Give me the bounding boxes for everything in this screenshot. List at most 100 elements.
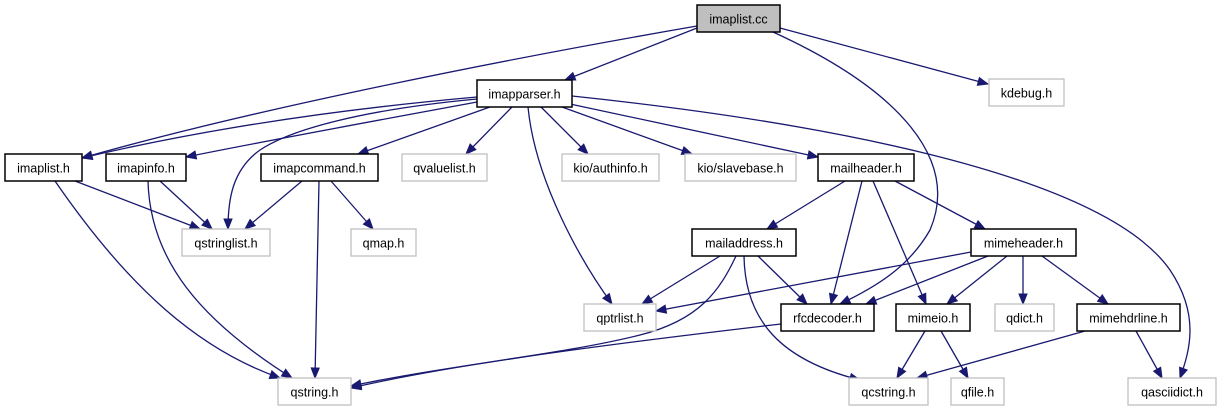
arrowhead-icon [223, 218, 233, 231]
arrowhead-icon [680, 145, 694, 155]
arrowhead-icon [796, 293, 808, 305]
node-mailaddress-h[interactable]: mailaddress.h [691, 228, 797, 257]
edge-line [81, 25, 698, 159]
edge-mimehdrline-h-to-qasciidict-h [1135, 330, 1163, 380]
node-mimeheader-h[interactable]: mimeheader.h [970, 228, 1077, 257]
arrowhead-icon [80, 150, 94, 161]
edge-mailheader-h-to-rfcdecoder-h [828, 180, 863, 306]
node-box [988, 78, 1065, 107]
node-qfile-h[interactable]: qfile.h [950, 377, 1005, 406]
arrowhead-icon [349, 381, 363, 391]
arrowhead-icon [465, 143, 477, 155]
edge-line [757, 255, 808, 305]
edge-line [766, 180, 846, 230]
edge-line [350, 255, 737, 387]
arrowhead-icon [864, 295, 878, 305]
node-imaplist-cc: imaplist.cc [696, 4, 781, 33]
edge-mimeio-h-to-qfile-h [940, 330, 969, 380]
node-mimehdrline-h[interactable]: mimehdrline.h [1076, 303, 1181, 332]
edge-line [357, 106, 491, 155]
edge-line [865, 255, 989, 305]
edge-line [159, 180, 213, 230]
edge-imapcommand-h-to-qstringlist-h [243, 180, 303, 230]
node-qvaluelist-h[interactable]: qvaluelist.h [401, 153, 488, 182]
edge-line [227, 98, 478, 230]
arrowhead-icon [184, 150, 198, 160]
node-qptrlist-h[interactable]: qptrlist.h [583, 303, 657, 332]
edge-mimeio-h-to-qcstring-h [896, 330, 926, 380]
node-imapcommand-h[interactable]: imapcommand.h [260, 153, 379, 182]
node-imapinfo-h[interactable]: imapinfo.h [105, 153, 187, 182]
node-box [696, 4, 781, 33]
edge-mimeheader-h-to-mimeio-h [945, 255, 1008, 305]
edge-line [743, 255, 861, 381]
edge-line [894, 180, 986, 230]
arrowhead-icon [201, 218, 213, 230]
node-qstringlist-h[interactable]: qstringlist.h [181, 228, 271, 257]
edge-imaplist-h-to-qstringlist-h [74, 180, 202, 230]
node-box [1076, 303, 1181, 332]
edge-imapparser-h-to-qvaluelist-h [465, 106, 513, 155]
node-box [4, 153, 83, 182]
arrowhead-icon [1018, 293, 1028, 306]
node-qmap-h[interactable]: qmap.h [350, 228, 417, 257]
node-mimeio-h[interactable]: mimeio.h [895, 303, 971, 332]
arrowhead-icon [806, 150, 820, 160]
arrowhead-icon [601, 292, 613, 306]
node-label: imapparser.h [488, 88, 560, 102]
edge-line [569, 103, 819, 158]
node-label: qstring.h [291, 386, 339, 400]
edge-mailaddress-h-to-rfcdecoder-h [757, 255, 808, 305]
node-box [1127, 377, 1217, 406]
edge-imapcommand-h-to-qstring-h [310, 180, 320, 380]
arrowhead-icon [243, 218, 257, 230]
node-qdict-h[interactable]: qdict.h [994, 303, 1055, 332]
arrowhead-icon [976, 76, 990, 86]
node-box [895, 303, 971, 332]
node-kio-authinfo-h[interactable]: kio/authinfo.h [561, 153, 660, 182]
edge-line [185, 101, 478, 158]
arrowhead-icon [945, 293, 959, 305]
node-qstring-h[interactable]: qstring.h [277, 377, 352, 406]
arrowhead-icon [577, 143, 589, 155]
node-qcstring-h[interactable]: qcstring.h [848, 377, 929, 406]
arrowhead-icon [973, 219, 987, 230]
edge-line [350, 323, 782, 389]
node-rfcdecoder-h[interactable]: rfcdecoder.h [780, 303, 875, 332]
edge-line [561, 106, 693, 155]
node-kio-slavebase-h[interactable]: kio/slavebase.h [684, 153, 797, 182]
edge-line [147, 180, 293, 379]
edge-line [74, 180, 201, 230]
node-imaplist-h[interactable]: imaplist.h [4, 153, 83, 182]
node-box [583, 303, 657, 332]
node-imapparser-h[interactable]: imapparser.h [476, 79, 573, 108]
arrowhead-icon [1179, 366, 1188, 380]
node-box [780, 303, 875, 332]
edge-imapparser-h-to-qasciidict-h [571, 95, 1191, 380]
edge-line [946, 255, 1008, 305]
node-mailheader-h[interactable]: mailheader.h [817, 153, 915, 182]
node-label: imapinfo.h [117, 162, 175, 176]
node-box [181, 228, 271, 257]
edge-mimeheader-h-to-qdict-h [1018, 256, 1028, 306]
node-label: mailheader.h [830, 162, 902, 176]
node-box [994, 303, 1055, 332]
edge-mailheader-h-to-mimeheader-h [894, 180, 987, 230]
node-qasciidict-h[interactable]: qasciidict.h [1127, 377, 1217, 406]
edge-mailaddress-h-to-qptrlist-h [640, 255, 721, 305]
edge-imapparser-h-to-qptrlist-h [527, 106, 613, 306]
arrowhead-icon [654, 304, 668, 314]
node-label: kio/authinfo.h [573, 162, 647, 176]
node-label: qdict.h [1006, 312, 1043, 326]
arrowhead-icon [958, 366, 969, 380]
node-box [848, 377, 929, 406]
node-box [277, 377, 352, 406]
edge-imapcommand-h-to-qmap-h [330, 180, 374, 231]
arrowhead-icon [268, 370, 282, 380]
node-box [950, 377, 1005, 406]
node-kdebug-h[interactable]: kdebug.h [988, 78, 1065, 107]
edge-mimeheader-h-to-qptrlist-h [654, 251, 972, 314]
edge-imapinfo-h-to-qstring-h [147, 180, 294, 379]
node-label: rfcdecoder.h [793, 312, 862, 326]
node-label: qasciidict.h [1141, 386, 1203, 400]
